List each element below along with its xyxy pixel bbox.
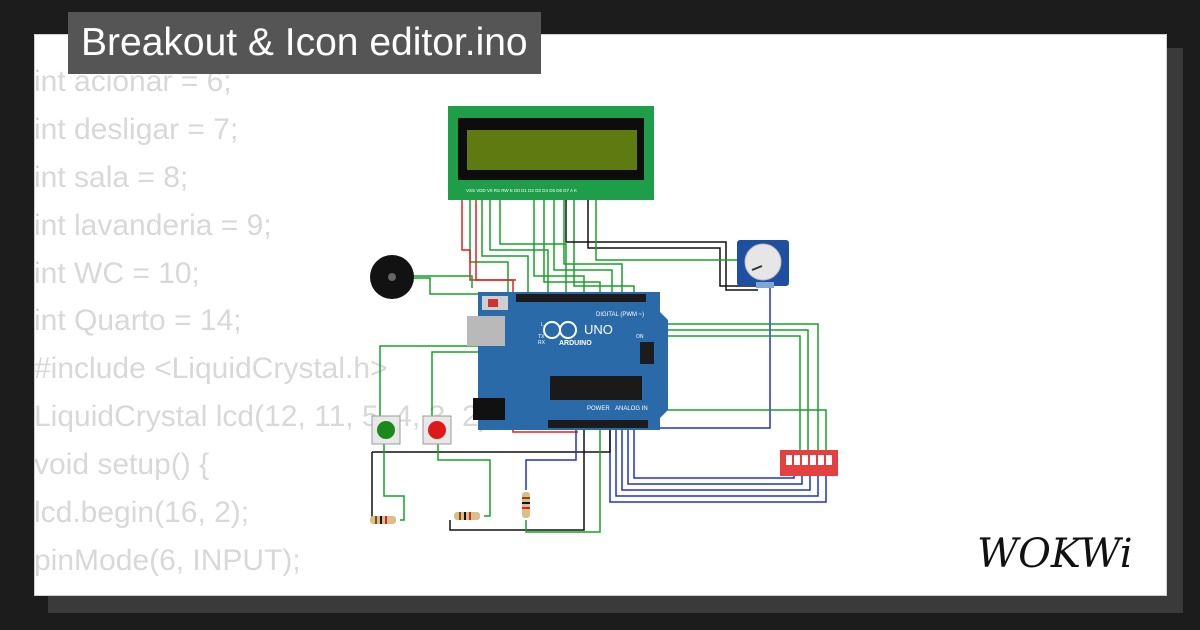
wokwi-logo[interactable]: WOKWi	[975, 527, 1150, 579]
digital-label: DIGITAL (PWM ~)	[596, 312, 644, 318]
buzzer[interactable]	[370, 255, 414, 299]
rx-label: RX	[538, 340, 546, 346]
code-line: int lavanderia = 9;	[34, 208, 272, 242]
code-line: void setup() {	[34, 448, 210, 482]
code-line: int desligar = 7;	[34, 112, 239, 146]
resistor[interactable]	[454, 512, 480, 520]
lcd-pin-labels: VSS VDD V0 RS RW E D0 D1 D2 D3 D4 D5 D6 …	[466, 188, 577, 193]
potentiometer[interactable]	[737, 240, 789, 288]
code-line: int Quarto = 14;	[34, 304, 242, 338]
board-model: UNO	[584, 322, 613, 337]
red-pushbutton[interactable]	[422, 415, 452, 445]
code-line: int WC = 10;	[34, 256, 200, 290]
led-l-label: L	[541, 322, 544, 328]
resistor[interactable]	[522, 492, 530, 518]
wokwi-logo-text: WOKWi	[977, 531, 1133, 577]
code-line: pinMode(6, INPUT);	[34, 543, 301, 577]
code-line: LiquidCrystal lcd(12, 11, 5, 4, 3, 2);	[34, 400, 498, 434]
on-label: ON	[636, 334, 644, 340]
code-line: lcd.begin(16, 2);	[34, 496, 250, 530]
code-preview: int acionar = 6; int desligar = 7; int s…	[34, 58, 534, 585]
project-title[interactable]: Breakout & Icon editor.ino	[68, 12, 541, 74]
analog-label: ANALOG IN	[615, 406, 648, 412]
dip-switch[interactable]	[780, 450, 838, 476]
resistor[interactable]	[370, 516, 396, 524]
arduino-uno-board[interactable]: UNO ARDUINO DIGITAL (PWM ~) POWER ANALOG…	[467, 292, 668, 430]
power-label: POWER	[587, 406, 610, 412]
code-line: #include <LiquidCrystal.h>	[34, 352, 388, 386]
green-pushbutton[interactable]	[371, 415, 401, 445]
tx-label: TX	[538, 334, 545, 340]
board-brand: ARDUINO	[559, 340, 592, 347]
lcd-display[interactable]: VSS VDD V0 RS RW E D0 D1 D2 D3 D4 D5 D6 …	[448, 106, 654, 200]
code-line: int sala = 8;	[34, 160, 189, 194]
